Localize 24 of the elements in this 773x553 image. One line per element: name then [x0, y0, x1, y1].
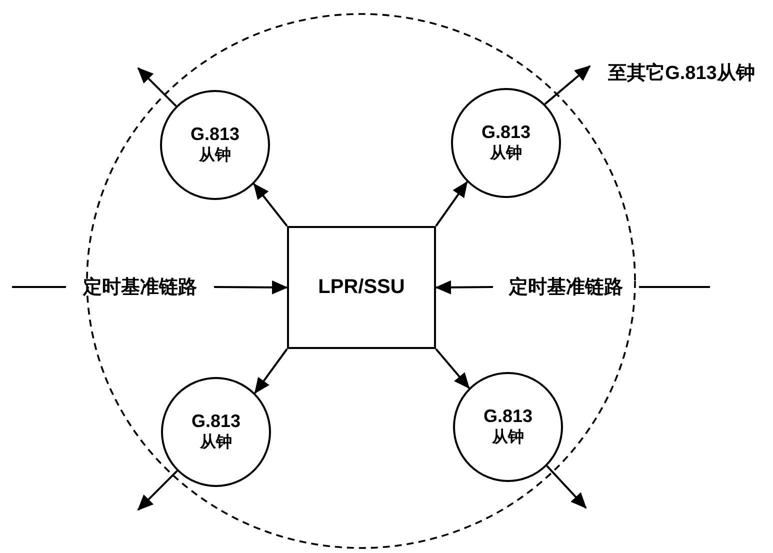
arrow	[254, 348, 288, 394]
node-label: G.813	[483, 405, 533, 427]
arrow	[253, 183, 288, 227]
arrow	[137, 470, 178, 511]
link-label: 至其它G.813从钟	[590, 60, 773, 86]
node-label: 从钟	[492, 428, 524, 448]
arrow	[214, 280, 288, 294]
line	[12, 286, 66, 288]
arrow	[435, 280, 494, 294]
line	[639, 286, 710, 288]
arrow	[546, 465, 587, 509]
node-label: G.813	[191, 410, 241, 432]
node-label: 从钟	[490, 144, 522, 164]
process-box: LPR/SSU	[287, 226, 436, 349]
node-label: 从钟	[200, 432, 232, 453]
arrow	[435, 181, 468, 227]
node-label: G.813	[190, 123, 240, 145]
arrow	[435, 348, 470, 389]
link-label: 定时基准链路	[66, 274, 214, 300]
arrow	[137, 67, 177, 107]
arrow	[544, 65, 591, 105]
node-label: 从钟	[199, 146, 231, 166]
link-label: 定时基准链路	[493, 274, 639, 300]
node-label: G.813	[481, 121, 531, 143]
